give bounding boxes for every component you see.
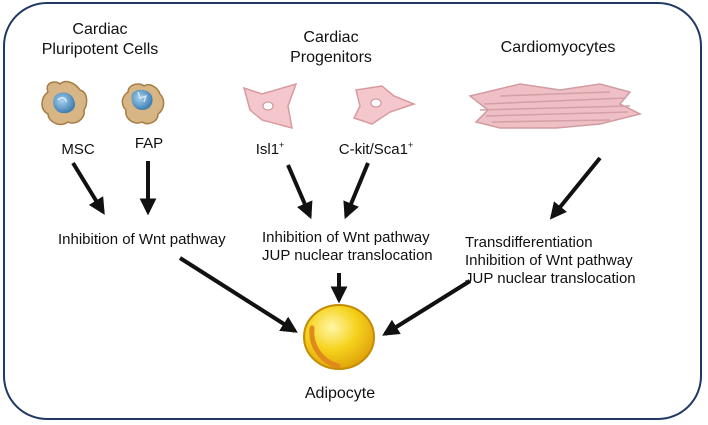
mechanism-cardiomyocytes: Transdifferentiation Inhibition of Wnt p… bbox=[465, 234, 636, 287]
arrow-cardiomyocyte bbox=[549, 156, 602, 220]
arrow-pluripotent-to-adipocyte bbox=[178, 256, 298, 333]
fap-cell-icon bbox=[121, 83, 165, 125]
mechanism-progenitors: Inhibition of Wnt pathway JUP nuclear tr… bbox=[262, 229, 433, 264]
arrow-cardiomyocyte-to-adipocyte bbox=[382, 279, 472, 336]
arrow-isl1 bbox=[286, 164, 313, 220]
label-isl1: Isl1+ bbox=[255, 140, 285, 159]
isl1-progenitor-icon bbox=[242, 82, 298, 130]
ckit-progenitor-icon bbox=[352, 85, 417, 125]
label-ckit-sca1: C-kit/Sca1+ bbox=[338, 140, 414, 159]
arrow-ckit bbox=[343, 162, 370, 220]
cardiomyocyte-icon bbox=[468, 83, 643, 129]
header-cardiomyocytes: Cardiomyocytes bbox=[500, 39, 616, 56]
mechanism-pluripotent: Inhibition of Wnt pathway bbox=[58, 231, 226, 248]
header-pluripotent: Cardiac Pluripotent Cells bbox=[41, 21, 159, 58]
arrow-msc bbox=[71, 161, 105, 215]
label-fap: FAP bbox=[134, 135, 164, 152]
diagram-frame bbox=[3, 2, 702, 420]
label-msc: MSC bbox=[61, 141, 95, 158]
msc-cell-icon bbox=[41, 80, 88, 126]
header-progenitors: Cardiac Progenitors bbox=[290, 29, 372, 66]
adipocyte-icon bbox=[303, 304, 375, 370]
label-adipocyte: Adipocyte bbox=[304, 385, 376, 402]
